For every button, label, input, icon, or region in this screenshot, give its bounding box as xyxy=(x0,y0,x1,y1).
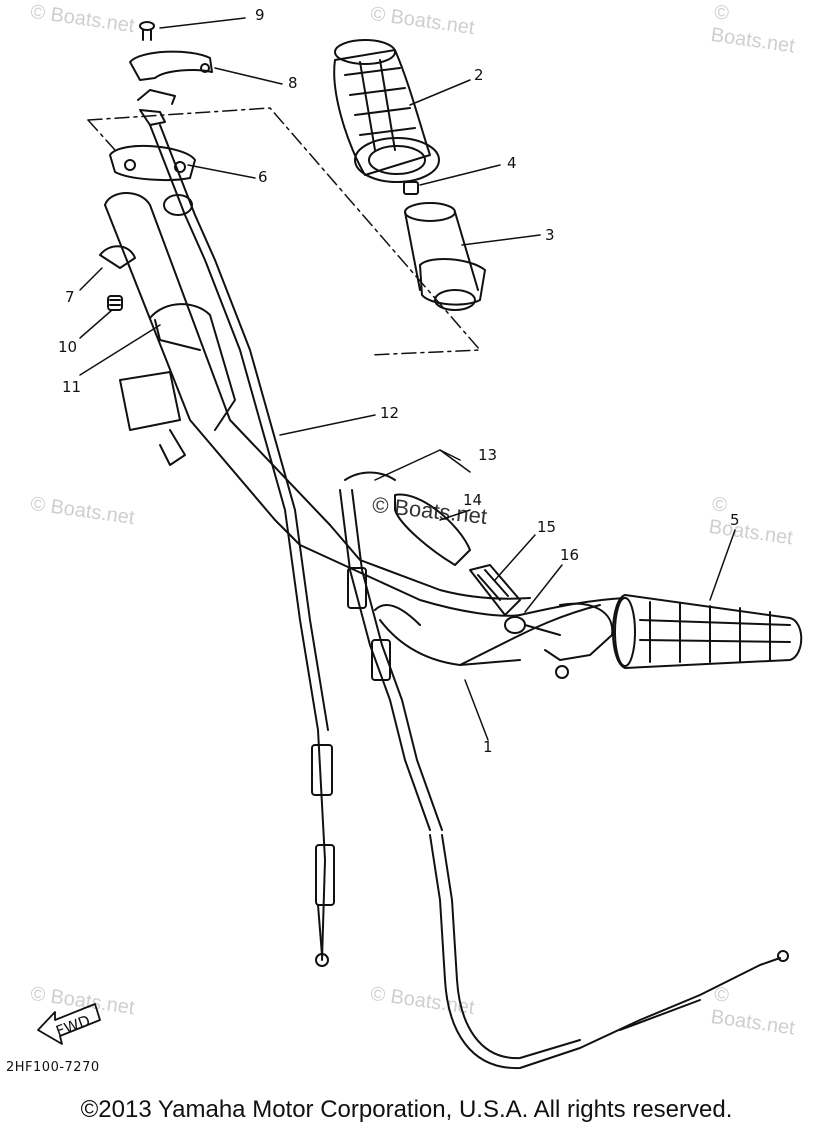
callout-6: 6 xyxy=(258,168,268,186)
part-9-bolt xyxy=(139,21,155,41)
right-clamp xyxy=(544,602,614,679)
callout-9: 9 xyxy=(255,6,265,24)
group-box-left xyxy=(87,119,116,151)
diagram-code: 2HF100-7270 xyxy=(6,1060,100,1075)
leader-lines xyxy=(79,17,736,741)
callouts: 9 8 2 4 3 6 7 10 11 12 13 14 15 16 5 1 F… xyxy=(54,6,740,1040)
callout-5: 5 xyxy=(730,511,740,529)
callout-3: 3 xyxy=(545,226,555,244)
part-15-adjuster xyxy=(469,564,521,616)
callout-11: 11 xyxy=(62,378,81,396)
cable-head xyxy=(137,89,176,126)
part-8-bracket xyxy=(129,50,213,81)
part-14-boot xyxy=(394,493,471,566)
part-5-grip xyxy=(612,594,803,669)
callout-15: 15 xyxy=(537,518,556,536)
callout-13: 13 xyxy=(478,446,497,464)
part-7-clamp xyxy=(99,245,136,269)
callout-10: 10 xyxy=(58,338,77,356)
callout-16: 16 xyxy=(560,546,579,564)
callout-7: 7 xyxy=(65,288,75,306)
part-2-grip xyxy=(333,39,440,183)
part-4-nut xyxy=(403,181,419,195)
callout-2: 2 xyxy=(474,66,484,84)
cable-a xyxy=(149,124,335,967)
cable-b xyxy=(339,471,789,1070)
fwd-arrow xyxy=(37,1003,101,1045)
fwd-label: FWD xyxy=(54,1012,93,1041)
part-16-nut xyxy=(504,616,561,636)
callout-14: 14 xyxy=(463,491,482,509)
callout-12: 12 xyxy=(380,404,399,422)
group-box xyxy=(87,107,481,356)
copyright: ©2013 Yamaha Motor Corporation, U.S.A. A… xyxy=(80,1096,733,1123)
part-6-housing xyxy=(109,145,196,181)
callout-4: 4 xyxy=(507,154,517,172)
callout-8: 8 xyxy=(288,74,298,92)
part-3-tube xyxy=(404,202,486,311)
part-10-screw xyxy=(107,295,123,311)
callout-1: 1 xyxy=(483,738,493,756)
